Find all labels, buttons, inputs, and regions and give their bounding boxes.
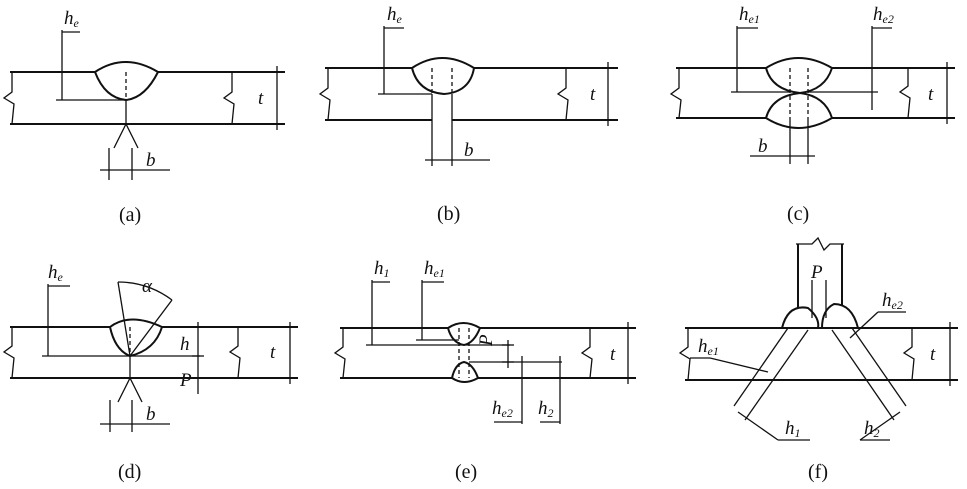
weld-bead-bottom-c xyxy=(764,91,834,129)
plate-e xyxy=(333,327,636,379)
b-label-a: b xyxy=(146,150,156,171)
weld-bead-right-f xyxy=(820,302,860,329)
he2-dim-c xyxy=(808,26,892,119)
he-label-b: he xyxy=(387,4,403,26)
plate-f xyxy=(678,327,958,381)
he-dim-b xyxy=(378,26,432,95)
branch-plate-f xyxy=(796,236,844,310)
panel-b: he b t (b) xyxy=(318,4,618,225)
h1-dim-f xyxy=(737,411,810,441)
groove-a xyxy=(100,100,170,180)
he2-dim-e xyxy=(469,356,562,424)
t-label-c: t xyxy=(928,84,934,105)
weld-bead-b xyxy=(410,57,476,96)
h1-dim-e xyxy=(366,280,510,346)
caption-f: (f) xyxy=(808,461,828,483)
he-dim-d xyxy=(42,284,200,357)
caption-d: (d) xyxy=(118,461,141,483)
alpha-dim-d xyxy=(117,281,173,357)
p-dim-e xyxy=(502,340,514,368)
he-dim-a xyxy=(56,30,126,101)
weld-bead-left-f xyxy=(780,306,820,329)
p-label-d: P xyxy=(179,370,192,391)
weld-bead-d xyxy=(108,318,164,358)
h2-dim-f xyxy=(859,411,901,441)
weld-bead-top-c xyxy=(764,57,834,95)
he1-label-f: he1 xyxy=(698,336,719,358)
he2-label-c: he2 xyxy=(873,4,894,26)
panel-e: h1 he1 P he2 h2 t (e) xyxy=(333,258,636,483)
he1-label-e: he1 xyxy=(424,258,445,280)
leg-lines-f xyxy=(733,327,907,421)
t-label-a: t xyxy=(258,88,264,109)
p-label-f: P xyxy=(810,262,823,283)
he-label-d: he xyxy=(48,262,64,284)
h2-label-e: h2 xyxy=(538,398,554,420)
gap-c xyxy=(750,118,815,164)
caption-a: (a) xyxy=(119,204,141,226)
caption-b: (b) xyxy=(437,203,460,225)
he-label-a: he xyxy=(64,8,80,30)
caption-c: (c) xyxy=(787,203,809,225)
caption-e: (e) xyxy=(455,461,477,483)
panel-d: he α h P b t (d) xyxy=(2,262,298,483)
hp-dim-d xyxy=(192,322,204,394)
t-label-f: t xyxy=(930,344,936,365)
he-leaders-f xyxy=(690,311,906,373)
gap-b xyxy=(425,94,490,166)
he1-dim-e xyxy=(416,280,459,341)
h2-dim-e xyxy=(540,356,566,424)
groove-d xyxy=(100,356,170,432)
h1-label-f: h1 xyxy=(785,418,801,440)
t-label-d: t xyxy=(270,342,276,363)
b-label-c: b xyxy=(758,136,768,157)
he1-dim-c xyxy=(731,26,790,93)
b-label-d: b xyxy=(146,404,156,425)
panel-c: he1 he2 b t (c) xyxy=(669,4,955,225)
b-label-b: b xyxy=(464,140,474,161)
he2-label-f: he2 xyxy=(882,290,903,312)
p-label-e: P xyxy=(476,334,497,347)
alpha-label-d: α xyxy=(142,276,153,297)
t-label-b: t xyxy=(590,84,596,105)
h1-label-e: h1 xyxy=(374,258,390,280)
weld-bead-bottom-e xyxy=(450,360,480,383)
p-dim-f xyxy=(811,280,827,318)
panel-a: he b t (a) xyxy=(2,8,285,226)
he1-label-c: he1 xyxy=(739,4,760,26)
t-label-e: t xyxy=(610,344,616,365)
he2-label-e: he2 xyxy=(492,398,513,420)
h2-label-f: h2 xyxy=(864,418,880,440)
h-label-d: h xyxy=(180,334,190,355)
panel-f: P he2 he1 h1 h2 t (f) xyxy=(678,236,958,483)
